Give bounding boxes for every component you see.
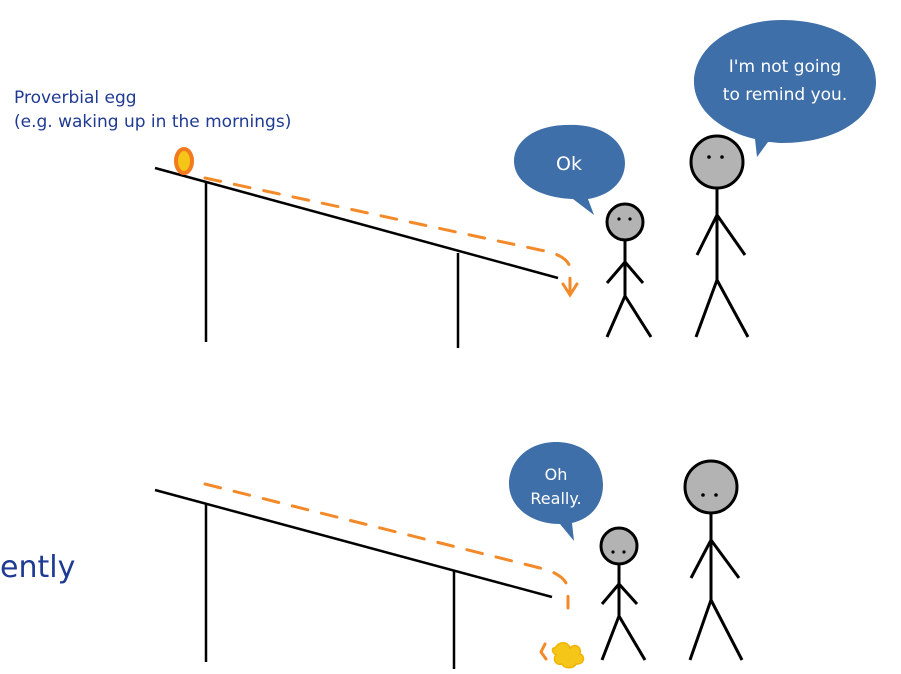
- speech-remind-line1: I'm not going: [729, 57, 841, 77]
- ramp-top: [155, 168, 558, 348]
- egg-label-line1: Proverbial egg: [14, 86, 291, 110]
- speech-bubble-oh-really: Oh Really.: [509, 442, 603, 541]
- small-person-bottom: [601, 528, 645, 660]
- speech-oh-line2: Really.: [530, 489, 581, 508]
- speech-oh-line1: Oh: [545, 465, 568, 484]
- tall-person-top: [691, 136, 748, 337]
- ramp-bottom: [155, 490, 552, 669]
- speech-remind-line2: to remind you.: [723, 85, 847, 105]
- top-panel: Ok I'm not going to remind you.: [155, 20, 876, 348]
- egg: [176, 149, 192, 173]
- bottom-panel: Oh Really.: [155, 442, 742, 669]
- speech-ok-text: Ok: [556, 153, 582, 175]
- tall-person-bottom: [685, 461, 742, 660]
- egg-label-line2: (e.g. waking up in the mornings): [14, 110, 291, 134]
- partial-slide-text: ently: [0, 548, 75, 588]
- egg-roll-path-top: [205, 178, 570, 292]
- small-person-top: [607, 204, 651, 337]
- egg-label: Proverbial egg (e.g. waking up in the mo…: [14, 86, 291, 134]
- egg-roll-path-bottom: [205, 484, 568, 608]
- broken-egg-splat: [541, 643, 583, 668]
- speech-bubble-ok: Ok: [514, 125, 625, 215]
